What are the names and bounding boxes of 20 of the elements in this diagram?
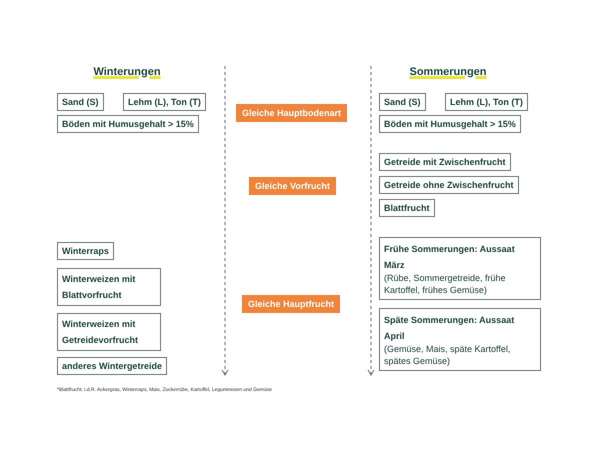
- column-heading: Winterungen: [93, 66, 161, 78]
- text-box: Getreide ohne Zwischenfrucht: [379, 176, 519, 194]
- text-box: Böden mit Humusgehalt > 15%: [57, 115, 199, 133]
- text-box: Winterweizen mit Getreidevorfrucht: [57, 313, 161, 351]
- text-box: Sand (S): [379, 93, 426, 111]
- category-label-box: Gleiche Hauptfrucht: [242, 295, 340, 313]
- column-heading: Sommerungen: [410, 66, 486, 78]
- text-box: Frühe Sommerungen: Aussaat März (Rübe, Sommergetreide, frühe Kartoffel, frühes Gemüse): [379, 237, 541, 300]
- text-box: Getreide mit Zwischenfrucht: [379, 153, 511, 171]
- text-box: Winterraps: [57, 242, 114, 260]
- text-box: Späte Sommerungen: Aussaat April (Gemüse, Mais, späte Kartoffel, spätes Gemüse): [379, 308, 541, 371]
- text-box: Blattfrucht: [379, 199, 434, 217]
- text-box: anderes Wintergetreide: [57, 357, 167, 375]
- text-box: Böden mit Humusgehalt > 15%: [379, 115, 521, 133]
- category-label-box: Gleiche Hauptbodenart: [236, 104, 348, 122]
- text-box: Sand (S): [57, 93, 104, 111]
- text-box: Winterweizen mit Blattvorfrucht: [57, 268, 161, 306]
- category-label-box: Gleiche Vorfrucht: [249, 177, 336, 195]
- text-box: Lehm (L), Ton (T): [123, 93, 206, 111]
- text-box: Lehm (L), Ton (T): [445, 93, 528, 111]
